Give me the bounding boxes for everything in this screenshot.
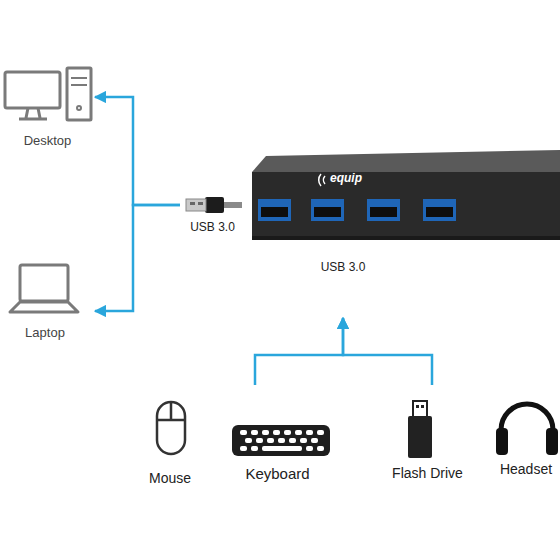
brand-logo: equip [330, 171, 400, 185]
key [311, 438, 318, 443]
key [267, 438, 274, 443]
laptop-base [10, 302, 78, 312]
port-slot [314, 207, 341, 217]
plug-tip [186, 199, 206, 211]
usb-hub [252, 150, 560, 240]
keyboard-icon [232, 425, 330, 456]
plug-body [205, 197, 224, 213]
key [300, 438, 307, 443]
monitor-stand [19, 108, 47, 119]
port-slot [370, 207, 397, 217]
key [240, 430, 247, 435]
drive-body [408, 416, 432, 458]
key [256, 438, 263, 443]
key [306, 430, 313, 435]
device-label: Mouse [135, 470, 205, 487]
space-key [262, 446, 302, 451]
key [251, 446, 258, 451]
device-label: Desktop [0, 133, 95, 149]
flash-drive-icon [408, 401, 432, 458]
plug-node: USB 3.0 [180, 180, 245, 235]
monitor-screen [5, 72, 60, 108]
plug-contact [198, 202, 203, 205]
pc-tower [67, 68, 91, 120]
key [240, 446, 247, 451]
ear-cup [496, 428, 508, 455]
mouse-buttons [157, 402, 185, 420]
headset-icon [496, 404, 558, 455]
connector-line [95, 205, 180, 311]
mouse-icon [157, 402, 185, 454]
hub-top-face [252, 150, 560, 174]
connector-line [95, 97, 180, 205]
usb-port [258, 199, 291, 221]
key [306, 446, 313, 451]
device-label: Flash Drive [365, 465, 490, 482]
device-label: Keyboard [215, 465, 340, 483]
device-label: USB 3.0 [180, 220, 245, 234]
key [284, 430, 291, 435]
desktop-icon [5, 68, 91, 120]
port-slot [261, 207, 288, 217]
usb-cable [222, 202, 242, 208]
headband [501, 404, 553, 440]
tower-bays [71, 78, 87, 85]
connector-line [255, 318, 343, 385]
usb-port [311, 199, 344, 221]
laptop-icon [10, 265, 78, 312]
device-node: Flash Drive [365, 385, 490, 490]
power-button [77, 106, 81, 110]
keyboard-body [232, 425, 330, 456]
device-node: Keyboard [215, 385, 340, 490]
connector-hole [421, 405, 424, 408]
key [278, 438, 285, 443]
mouse-body [157, 402, 185, 454]
key [295, 430, 302, 435]
key [317, 446, 324, 451]
device-node: Laptop [0, 260, 95, 345]
hub-node: equipUSB 3.0 [245, 150, 560, 318]
device-node: Headset [490, 395, 560, 485]
logo-mark [319, 174, 325, 186]
connector-hole [416, 405, 419, 408]
port-slot [426, 207, 453, 217]
device-label: USB 3.0 [293, 260, 393, 274]
key [317, 430, 324, 435]
connector-line [343, 318, 432, 385]
key [251, 430, 258, 435]
key [245, 438, 252, 443]
key [273, 430, 280, 435]
hub-front-face [252, 172, 560, 240]
key [262, 430, 269, 435]
keyboard-keys [240, 430, 324, 451]
drive-connector [413, 401, 427, 417]
usb-port [367, 199, 400, 221]
device-node: Mouse [135, 395, 205, 490]
ear-cup [546, 428, 558, 455]
usb-port [423, 199, 456, 221]
laptop-screen [20, 265, 68, 301]
device-label: Headset [490, 461, 560, 478]
key [289, 438, 296, 443]
hub-bottom-edge [252, 236, 560, 240]
usb-plug [186, 197, 242, 213]
device-label: Laptop [0, 325, 90, 341]
device-node: Desktop [0, 65, 95, 155]
plug-contact [190, 202, 195, 205]
